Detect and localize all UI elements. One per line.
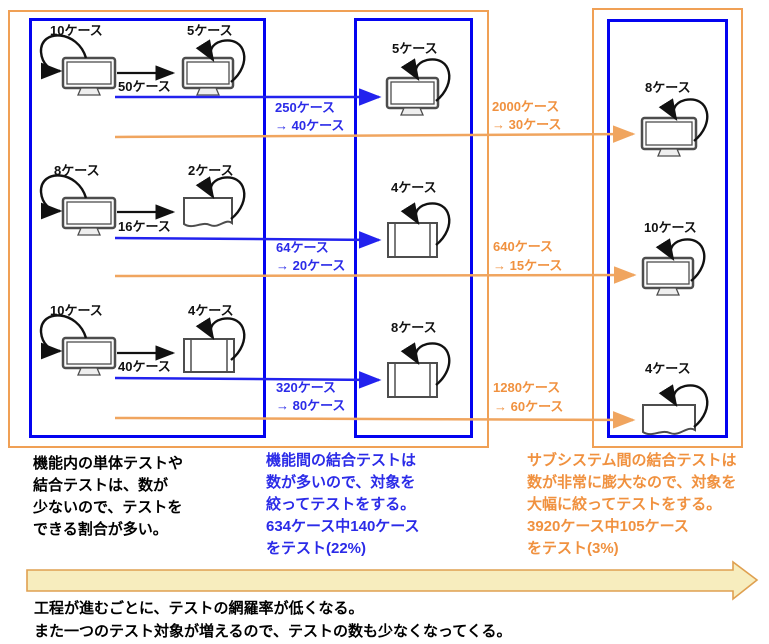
orange-arrow-count-label: → 30ケース: [492, 117, 562, 132]
timeline-arrow: [26, 560, 759, 601]
loop-count-label: 10ケース: [644, 220, 697, 235]
monitor-icon: [640, 116, 698, 157]
loop-count-label: 4ケース: [188, 303, 234, 318]
blue-arrow-count-label: 320ケース: [276, 380, 337, 395]
monitor-icon: [181, 56, 235, 96]
loop-count-label: 8ケース: [391, 320, 437, 335]
caption-line: 数が非常に膨大なので、対象を: [527, 474, 737, 491]
orange-arrow-count-label: 640ケース: [493, 239, 554, 254]
monitor-icon: [385, 76, 440, 116]
subsystem-integration-box: [607, 19, 728, 438]
subsystem-integration-caption: サブシステム間の結合テストは 数が非常に膨大なので、対象を 大幅に絞ってテストを…: [527, 450, 737, 560]
orange-arrow: [114, 411, 636, 429]
self-loop-arrow: [400, 342, 451, 386]
document-icon: [183, 197, 233, 228]
self-loop-arrow: [39, 34, 88, 80]
blue-arrow-count-label: → 80ケース: [276, 398, 346, 413]
footer-text-line: また一つのテスト対象が増えるので、テストの数も少なくなってくる。: [34, 623, 512, 640]
edge-count-label: 40ケース: [118, 359, 171, 374]
unit-test-caption: 機能内の単体テストや 結合テストは、数が 少ないので、テストを できる割合が多い…: [33, 453, 183, 541]
blue-arrow-count-label: 250ケース: [275, 100, 336, 115]
caption-line: をテスト(22%): [266, 540, 367, 557]
function-scope-box: [8, 10, 489, 448]
loop-count-label: 10ケース: [50, 23, 103, 38]
blue-arrow: [114, 371, 382, 389]
caption-line: 少ないので、テストを: [33, 499, 183, 516]
orange-arrow-count-label: → 60ケース: [494, 399, 564, 414]
self-loop-arrow: [195, 176, 246, 220]
blue-arrow-count-label: → 40ケース: [275, 118, 345, 133]
orange-arrow-count-label: 1280ケース: [493, 380, 561, 395]
unit-test-box: [29, 18, 266, 438]
caption-line: 絞ってテストをする。: [266, 496, 416, 513]
caption-line: 機能内の単体テストや: [33, 455, 184, 472]
caption-line: できる割合が多い。: [33, 521, 168, 538]
process-icon: [387, 222, 438, 258]
self-loop-arrow: [655, 238, 706, 282]
caption-line: をテスト(3%): [527, 540, 619, 557]
orange-arrow-count-label: 2000ケース: [492, 99, 560, 114]
self-loop-arrow: [400, 202, 451, 246]
footer-text-line: 工程が進むごとに、テストの網羅率が低くなる。: [34, 600, 364, 617]
monitor-icon: [641, 256, 695, 296]
caption-line: 機能間の結合テストは: [266, 452, 417, 469]
loop-count-label: 4ケース: [391, 180, 437, 195]
monitor-icon: [61, 336, 117, 376]
loop-count-label: 8ケース: [645, 80, 691, 95]
orange-arrow: [114, 125, 636, 143]
subsystem-scope-box: [592, 8, 743, 448]
loop-count-label: 8ケース: [54, 163, 100, 178]
function-integration-caption: 機能間の結合テストは 数が多いので、対象を 絞ってテストをする。 634ケース中…: [266, 450, 420, 560]
function-integration-box: [354, 18, 473, 438]
self-loop-arrow: [658, 98, 709, 142]
loop-count-label: 5ケース: [187, 23, 233, 38]
blue-arrow-count-label: 64ケース: [276, 240, 329, 255]
caption-line: 634ケース中140ケース: [266, 518, 420, 535]
self-loop-arrow: [400, 58, 451, 102]
caption-line: サブシステム間の結合テストは: [527, 452, 737, 469]
loop-count-label: 2ケース: [188, 163, 234, 178]
caption-line: 3920ケース中105ケース: [527, 518, 689, 535]
monitor-icon: [61, 196, 117, 236]
orange-arrow: [114, 266, 637, 284]
self-loop-arrow: [39, 174, 88, 220]
edge-count-label: 16ケース: [118, 219, 171, 234]
self-loop-arrow: [39, 314, 88, 360]
loop-count-label: 10ケース: [50, 303, 103, 318]
self-loop-arrow: [195, 39, 246, 83]
process-icon: [387, 362, 438, 398]
document-icon: [642, 404, 696, 436]
self-loop-arrow: [195, 317, 246, 361]
loop-count-label: 4ケース: [645, 361, 691, 376]
self-loop-arrow: [658, 384, 709, 428]
monitor-icon: [61, 56, 117, 96]
caption-line: 結合テストは、数が: [33, 477, 169, 494]
blue-arrow-count-label: → 20ケース: [276, 258, 346, 273]
blue-arrow: [114, 231, 382, 249]
orange-arrow-count-label: → 15ケース: [493, 258, 563, 273]
loop-count-label: 5ケース: [392, 41, 438, 56]
edge-count-label: 50ケース: [118, 79, 171, 94]
caption-line: 数が多いので、対象を: [266, 474, 416, 491]
caption-line: 大幅に絞ってテストをする。: [527, 496, 722, 513]
process-icon: [183, 338, 235, 373]
